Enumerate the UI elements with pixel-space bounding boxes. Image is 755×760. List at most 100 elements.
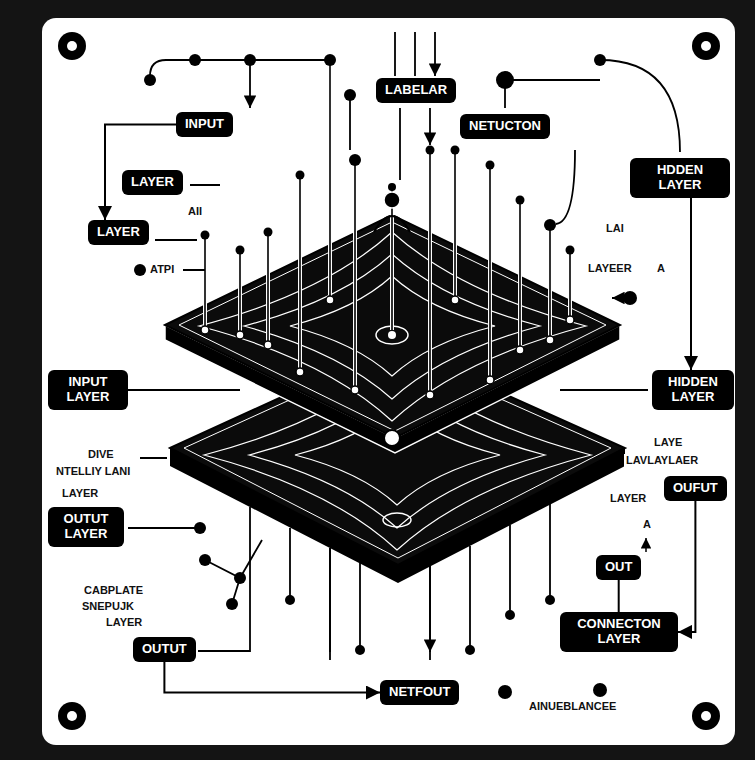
loose-label: LAYER [104, 616, 144, 629]
loose-label: A [655, 262, 667, 275]
plate-eye-pupil [388, 331, 396, 339]
pin-dot [545, 595, 555, 605]
wire-dot [324, 54, 336, 66]
loose-label: LAYEER [586, 262, 634, 275]
wire-arrow [128, 185, 648, 528]
layer-box: OUFUT [664, 476, 727, 501]
layer-box: LAYER [88, 220, 149, 245]
pin-halo [205, 60, 570, 395]
pin-foot [546, 336, 554, 344]
spire-tip [388, 183, 396, 191]
pin-top [296, 171, 305, 180]
box-text: LAYER [131, 175, 174, 190]
wire-dot [189, 54, 201, 66]
layer-box: HDDEN LAYER [630, 158, 730, 198]
pin-top [349, 154, 361, 166]
wire-arrow [645, 538, 647, 552]
wire-arrow [395, 32, 435, 76]
connector [164, 662, 380, 693]
loose-label: LAI [604, 222, 626, 235]
pin-foot [516, 346, 524, 354]
layer-box: INPUT [176, 112, 233, 137]
corner-hole [692, 702, 720, 730]
connector [690, 198, 692, 370]
pin-top [264, 228, 273, 237]
box-text: HIDDEN LAYER [661, 375, 725, 405]
pin-foot [426, 391, 434, 399]
connector [618, 580, 620, 612]
layer-box: OUT [596, 555, 641, 580]
pin-top [566, 246, 575, 255]
layer-box: LAYER [122, 170, 183, 195]
pin-top [486, 161, 495, 170]
layer-box: NETFOUT [380, 680, 459, 705]
layer-box: NETUCTON [460, 114, 550, 139]
plate-node [384, 430, 400, 446]
box-text: OUTUT [142, 642, 187, 657]
pin-top [516, 196, 525, 205]
box-text: INPUT LAYER [57, 375, 119, 405]
loose-label: A [641, 518, 653, 531]
layer-box: CONNECTON LAYER [560, 612, 678, 652]
layer-box: HIDDEN LAYER [652, 370, 734, 410]
loose-label: LAYE [652, 436, 684, 449]
layer-box: OUTUT [133, 637, 196, 662]
pin-foot [326, 296, 334, 304]
pin-dot [498, 685, 512, 699]
box-text: NETFOUT [389, 685, 450, 700]
box-text: OUT [605, 560, 632, 575]
loose-label: CABPLATE [82, 584, 145, 597]
box-text: CONNECTON LAYER [569, 617, 669, 647]
pin-foot [264, 341, 272, 349]
loose-label: SNEPUJK [80, 600, 136, 613]
corner-hole-center [701, 41, 711, 51]
pins [205, 60, 570, 395]
box-text: OUTUT LAYER [57, 512, 115, 542]
corner-hole-center [67, 41, 77, 51]
loose-label: LAYER [608, 492, 648, 505]
corner-hole [58, 702, 86, 730]
box-text: OUFUT [673, 481, 718, 496]
top-wire [150, 60, 330, 76]
wire [183, 80, 575, 270]
wire-dots [134, 54, 637, 534]
box-text: HDDEN LAYER [639, 163, 721, 193]
loose-label: AINUEBLANCEE [527, 700, 618, 713]
wire-dot [144, 74, 156, 86]
pin-dot [465, 645, 475, 655]
board-panel [42, 18, 735, 745]
loose-label: LAVLAYLAER [624, 454, 700, 467]
pin-dot [593, 683, 607, 697]
wire-arrow [249, 60, 251, 108]
plate-eye [383, 513, 411, 527]
pin-foot [486, 376, 494, 384]
pin-feet [201, 296, 574, 399]
wire [205, 540, 262, 604]
layer-box: LABELAR [376, 78, 456, 103]
wire-arrow [400, 108, 430, 180]
corner-holes [58, 32, 720, 730]
corner-hole [692, 32, 720, 60]
corner-hole-center [67, 711, 77, 721]
box-text: NETUCTON [469, 119, 541, 134]
loose-label: NTELLIY LANI [54, 465, 132, 478]
pin-top [451, 146, 460, 155]
box-text: INPUT [185, 117, 224, 132]
pin-foot [351, 386, 359, 394]
box-text: LABELAR [385, 83, 447, 98]
wire [349, 95, 351, 150]
wire-dot [244, 54, 256, 66]
layer-box: INPUT LAYER [48, 370, 128, 410]
pin-top [426, 146, 435, 155]
corner-hole [58, 32, 86, 60]
spire-head [384, 192, 400, 208]
spire-bell [374, 216, 410, 232]
loose-label: AII [186, 205, 204, 218]
pin-dot [505, 610, 515, 620]
pin-top [201, 231, 210, 240]
pin-foot [451, 296, 459, 304]
loose-label: DIVE [86, 448, 116, 461]
